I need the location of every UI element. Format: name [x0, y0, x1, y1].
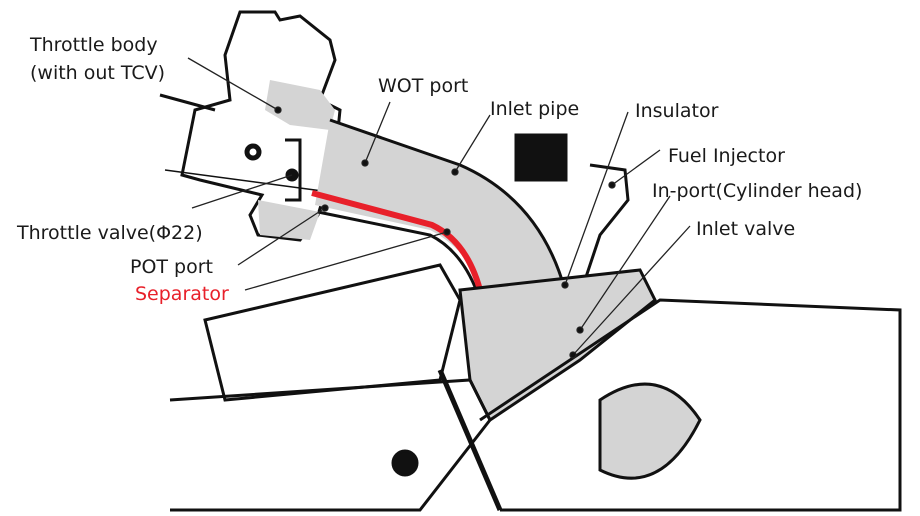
insulator-label: Insulator — [635, 100, 719, 122]
separator-label: Separator — [135, 283, 229, 305]
pot-port-label: POT port — [130, 256, 214, 278]
wot-port-label: WOT port — [378, 75, 469, 97]
throttle-body-sublabel: (with out TCV) — [30, 62, 166, 84]
fuel-injector-label: Fuel Injector — [668, 145, 785, 167]
inlet-valve-label: Inlet valve — [696, 218, 796, 240]
cylinder-head-shape — [169, 263, 902, 512]
in-port-label: In-port(Cylinder head) — [652, 180, 863, 202]
inlet-pipe-label: Inlet pipe — [490, 98, 580, 120]
throttle-body-label: Throttle body — [30, 34, 158, 56]
throttle-valve-label: Throttle valve(Φ22) — [17, 222, 203, 244]
leader-lines — [187, 57, 691, 359]
throttle-body-shape — [159, 10, 342, 242]
